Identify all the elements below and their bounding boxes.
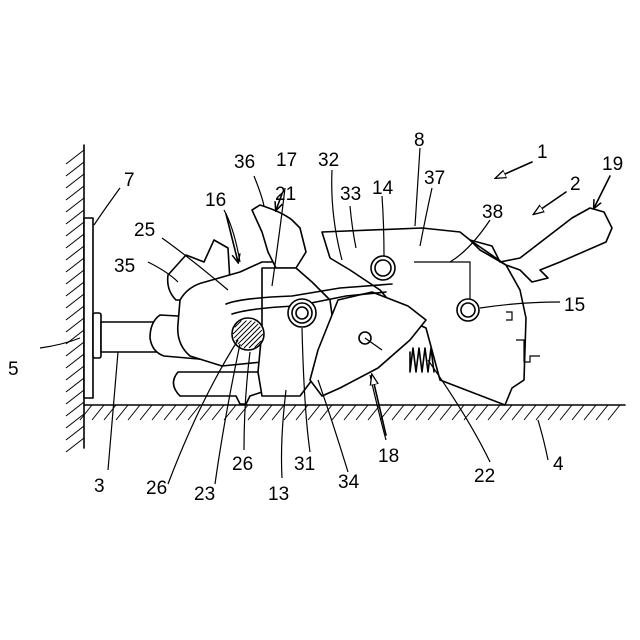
pin-31: [288, 299, 316, 327]
label-26-bottom: 26: [146, 478, 167, 499]
floor-4: [80, 405, 625, 420]
arrow-2: [534, 192, 566, 214]
coil-spring-22: [410, 348, 434, 372]
pin-15: [457, 299, 479, 321]
label-32: 32: [318, 150, 339, 171]
label-3: 3: [94, 476, 105, 497]
wall-5: [66, 145, 84, 452]
wall-plate-7: [84, 218, 93, 398]
label-31: 31: [294, 454, 315, 475]
label-21: 21: [275, 184, 296, 205]
label-36: 36: [234, 152, 255, 173]
label-38: 38: [482, 202, 503, 223]
shaft-section-23: [232, 318, 264, 350]
label-22: 22: [474, 466, 495, 487]
lower-body: [173, 372, 262, 404]
label-13: 13: [268, 484, 289, 505]
label-34: 34: [338, 472, 360, 493]
label-7: 7: [124, 170, 135, 191]
label-15: 15: [564, 295, 585, 316]
label-26-mid: 26: [232, 454, 253, 475]
label-18: 18: [378, 446, 399, 467]
label-37: 37: [424, 168, 445, 189]
pin-14: [371, 256, 395, 280]
label-5: 5: [8, 359, 19, 380]
label-19: 19: [602, 154, 623, 175]
label-33: 33: [340, 184, 361, 205]
label-16: 16: [205, 190, 226, 211]
label-4: 4: [553, 454, 564, 475]
label-2: 2: [570, 174, 581, 195]
label-23: 23: [194, 484, 215, 505]
arrow-19: [594, 176, 610, 208]
label-25: 25: [134, 220, 155, 241]
label-8: 8: [414, 130, 425, 151]
arrow-1: [496, 162, 532, 178]
label-14: 14: [372, 178, 394, 199]
label-1: 1: [537, 142, 548, 163]
label-17: 17: [276, 150, 297, 171]
label-35: 35: [114, 256, 135, 277]
